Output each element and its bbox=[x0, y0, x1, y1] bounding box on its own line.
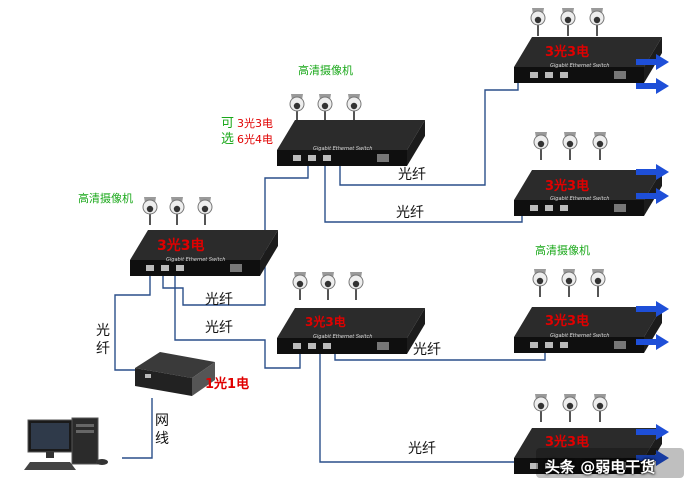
optional-label-char-2: 选 bbox=[221, 132, 235, 147]
cameras-right-2 bbox=[533, 131, 608, 161]
fiber-link-c bbox=[324, 165, 523, 223]
computer bbox=[24, 417, 108, 470]
switch-port-label-left: 3光3电 bbox=[157, 237, 204, 254]
converter-label: 1光1电 bbox=[205, 377, 250, 392]
utp-link bbox=[122, 398, 153, 459]
cameras-right-4 bbox=[533, 393, 608, 423]
switch-port-label-r3: 3光3电 bbox=[545, 313, 589, 329]
fiber-link-d bbox=[339, 80, 519, 186]
output-arrows bbox=[636, 54, 669, 466]
switch-port-label-r4: 3光3电 bbox=[545, 434, 589, 450]
switch-port-label-r2: 3光3电 bbox=[545, 178, 589, 194]
watermark: 头条 @弱电干货 bbox=[545, 458, 656, 476]
fiber-label-2: 光纤 bbox=[396, 205, 424, 221]
fiber-link-g bbox=[114, 275, 151, 371]
switch-product-text-r1: Gigabit Ethernet Switch bbox=[550, 63, 609, 69]
camera-group-label-left: 高清摄像机 bbox=[78, 192, 133, 205]
fiber-label-4: 光纤 bbox=[205, 320, 233, 336]
optional-label-char-1: 可 bbox=[221, 116, 235, 131]
fiber-link-a bbox=[162, 163, 309, 306]
switch-port-label-middle: 3光3电 bbox=[305, 314, 346, 329]
camera-group-label-right: 高清摄像机 bbox=[535, 244, 590, 257]
cameras-right-1 bbox=[530, 7, 605, 37]
cameras-middle-switch bbox=[292, 271, 364, 301]
fiber-label-1: 光纤 bbox=[398, 167, 426, 183]
fiber-label-3: 光纤 bbox=[205, 292, 233, 308]
fiber-link-f bbox=[319, 352, 518, 463]
link-lines bbox=[114, 80, 546, 463]
switch-product-text-left: Gigabit Ethernet Switch bbox=[166, 257, 225, 263]
fiber-label-5: 光纤 bbox=[413, 342, 441, 358]
switch-product-text-top: Gigabit Ethernet Switch bbox=[313, 146, 372, 152]
switch-product-text-middle: Gigabit Ethernet Switch bbox=[313, 334, 372, 340]
network-cable-vertical-label: 网线 bbox=[155, 413, 169, 447]
switch-product-text-r3: Gigabit Ethernet Switch bbox=[550, 333, 609, 339]
option-b-label: 6光4电 bbox=[237, 133, 273, 146]
fiber-link-b bbox=[174, 275, 301, 369]
fiber-vertical-label: 光纤 bbox=[96, 323, 110, 357]
switch-middle bbox=[277, 308, 425, 354]
cameras-left-switch bbox=[142, 196, 213, 226]
switch-top bbox=[277, 120, 425, 166]
media-converter bbox=[135, 352, 215, 396]
fiber-link-e bbox=[334, 350, 546, 361]
cameras-right-3 bbox=[532, 268, 606, 298]
fiber-label-6: 光纤 bbox=[408, 441, 436, 457]
cameras-top-switch bbox=[289, 93, 362, 123]
switch-product-text-r2: Gigabit Ethernet Switch bbox=[550, 196, 609, 202]
option-a-label: 3光3电 bbox=[237, 117, 273, 130]
camera-group-label-top: 高清摄像机 bbox=[298, 64, 353, 77]
switch-port-label-r1: 3光3电 bbox=[545, 44, 589, 60]
